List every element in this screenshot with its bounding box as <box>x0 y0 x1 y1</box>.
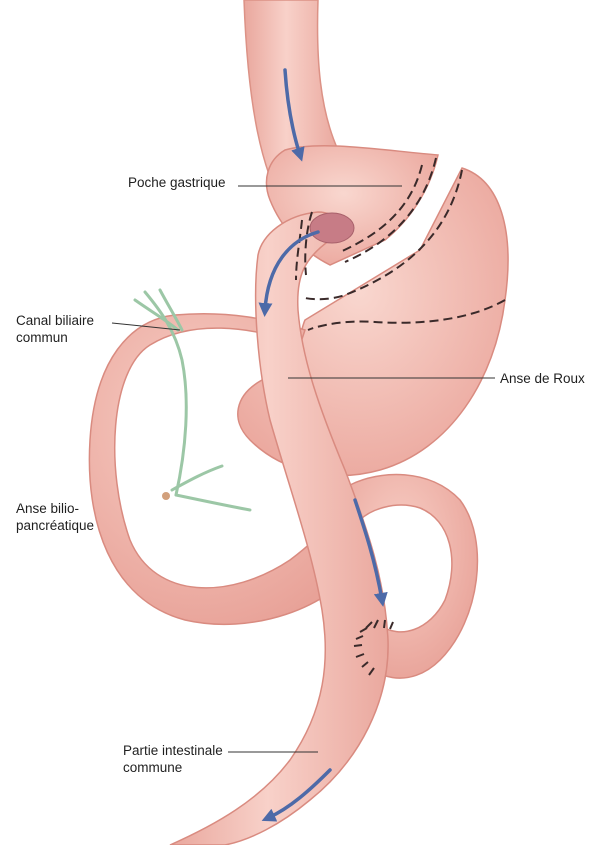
gastrojejunal-anastomosis <box>310 213 354 243</box>
label-text-line-2: commun <box>16 329 94 346</box>
label-text-line-1: Anse bilio- <box>16 500 94 517</box>
label-text: Poche gastrique <box>128 174 226 191</box>
label-text-line-1: Canal biliaire <box>16 312 94 329</box>
label-anse-de-roux: Anse de Roux <box>500 370 585 387</box>
label-text-line-2: commune <box>123 759 223 776</box>
label-poche-gastrique: Poche gastrique <box>128 174 226 191</box>
label-anse-bilio-pancreatique: Anse bilio- pancréatique <box>16 500 94 534</box>
label-text-line-2: pancréatique <box>16 517 94 534</box>
label-text: Anse de Roux <box>500 370 585 387</box>
label-canal-biliaire-commun: Canal biliaire commun <box>16 312 94 346</box>
label-text-line-1: Partie intestinale <box>123 742 223 759</box>
papilla <box>162 492 170 500</box>
label-partie-intestinale-commune: Partie intestinale commune <box>123 742 223 776</box>
